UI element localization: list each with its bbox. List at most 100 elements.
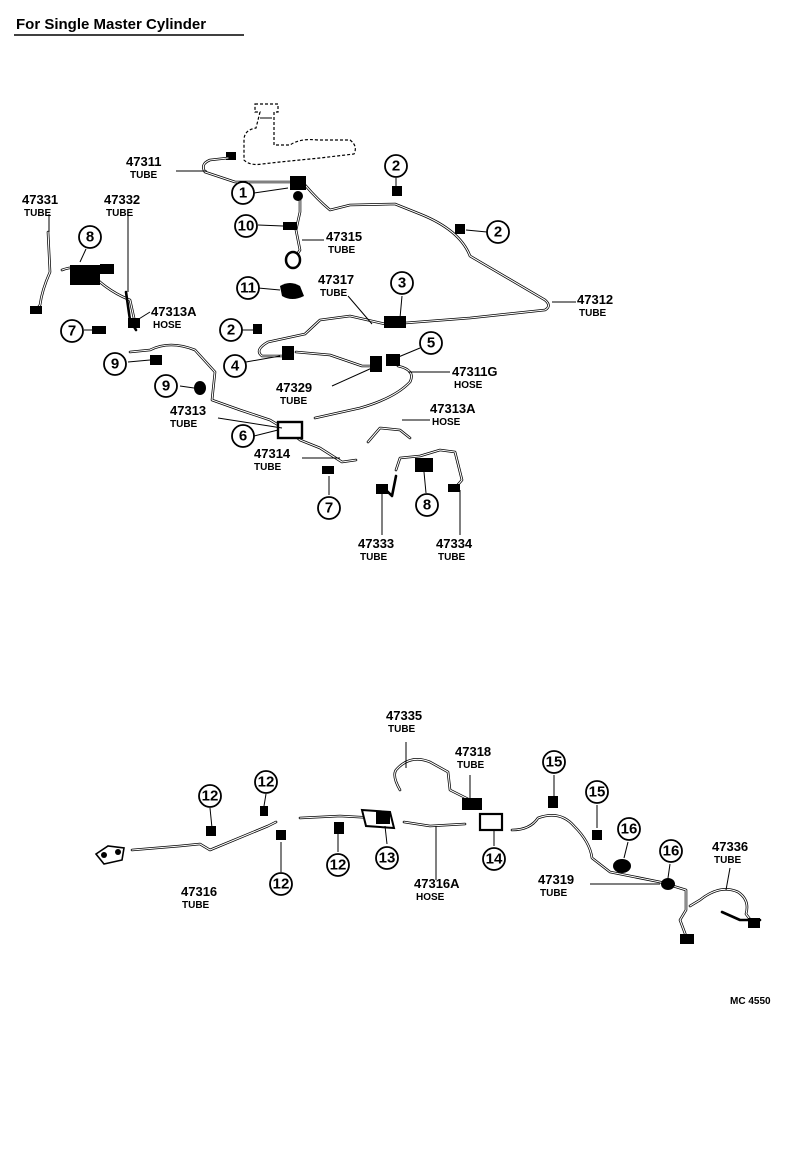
callout-number: 3 bbox=[398, 275, 406, 292]
callout-number: 15 bbox=[589, 784, 606, 801]
svg-text:47316: 47316 bbox=[181, 884, 217, 899]
callout-number: 10 bbox=[238, 218, 255, 235]
part-label-47311: 47311 TUBE bbox=[126, 154, 161, 181]
callout-number: 12 bbox=[202, 788, 219, 805]
svg-text:TUBE: TUBE bbox=[388, 724, 416, 735]
part-label-47313A-right: 47313A HOSE bbox=[430, 401, 476, 428]
part-label-47331: 47331 TUBE bbox=[22, 192, 58, 219]
part-label-47329: 47329 TUBE bbox=[276, 380, 312, 407]
svg-text:47316A: 47316A bbox=[414, 876, 460, 891]
callout-9a: 9 bbox=[103, 352, 127, 376]
lower-leader-lines bbox=[209, 742, 731, 891]
part-label-47312: 47312 TUBE bbox=[577, 292, 613, 319]
flex-hose-joint-part bbox=[478, 812, 504, 832]
diagram-heading: For Single Master Cylinder bbox=[16, 16, 206, 33]
callout-5: 5 bbox=[419, 331, 443, 355]
callout-number: 16 bbox=[621, 821, 638, 838]
callout-2c: 2 bbox=[219, 318, 243, 342]
lower-fittings bbox=[94, 796, 760, 944]
callout-11: 11 bbox=[236, 276, 260, 300]
callout-number: 16 bbox=[663, 843, 680, 860]
callout-6: 6 bbox=[231, 424, 255, 448]
callout-number: 7 bbox=[325, 500, 333, 517]
callout-7a: 7 bbox=[60, 319, 84, 343]
svg-text:47311: 47311 bbox=[126, 154, 161, 169]
callout-number: 12 bbox=[273, 876, 290, 893]
part-label-47313A-left: 47313A HOSE bbox=[151, 304, 197, 331]
callout-14: 14 bbox=[482, 847, 506, 871]
svg-text:TUBE: TUBE bbox=[540, 888, 568, 899]
svg-text:47333: 47333 bbox=[358, 536, 394, 551]
callout-2a: 2 bbox=[384, 154, 408, 178]
svg-text:47312: 47312 bbox=[577, 292, 613, 307]
callout-12c: 12 bbox=[326, 853, 350, 877]
callout-number: 1 bbox=[239, 185, 247, 202]
part-label-47332: 47332 TUBE bbox=[104, 192, 140, 219]
part-label-47318: 47318 TUBE bbox=[455, 744, 491, 771]
callout-15b: 15 bbox=[585, 780, 609, 804]
callout-12a: 12 bbox=[198, 784, 222, 808]
callout-number: 9 bbox=[111, 356, 119, 373]
callout-12d: 12 bbox=[269, 872, 293, 896]
svg-text:HOSE: HOSE bbox=[432, 417, 461, 428]
svg-text:47331: 47331 bbox=[22, 192, 58, 207]
callout-10: 10 bbox=[234, 214, 258, 238]
svg-text:47332: 47332 bbox=[104, 192, 140, 207]
lower-brake-lines bbox=[130, 758, 762, 938]
upper-fittings bbox=[30, 176, 465, 494]
callout-8a: 8 bbox=[78, 225, 102, 249]
svg-text:TUBE: TUBE bbox=[280, 396, 308, 407]
svg-text:47334: 47334 bbox=[436, 536, 473, 551]
part-label-47334: 47334 TUBE bbox=[436, 536, 473, 563]
part-label-47317: 47317 TUBE bbox=[318, 272, 354, 299]
svg-text:TUBE: TUBE bbox=[328, 245, 356, 256]
svg-text:TUBE: TUBE bbox=[360, 552, 388, 563]
callout-3: 3 bbox=[390, 271, 414, 295]
three-way-joint-part bbox=[276, 420, 304, 440]
callout-number: 9 bbox=[162, 378, 170, 395]
callout-number: 5 bbox=[427, 335, 435, 352]
svg-text:HOSE: HOSE bbox=[454, 380, 483, 391]
callout-12b: 12 bbox=[254, 770, 278, 794]
callout-number: 2 bbox=[494, 224, 502, 241]
upper-leader-lines bbox=[48, 170, 576, 535]
svg-text:47335: 47335 bbox=[386, 708, 422, 723]
svg-text:47329: 47329 bbox=[276, 380, 312, 395]
svg-text:47313A: 47313A bbox=[151, 304, 197, 319]
svg-text:TUBE: TUBE bbox=[438, 552, 466, 563]
callout-4: 4 bbox=[223, 354, 247, 378]
part-label-47335: 47335 TUBE bbox=[386, 708, 422, 735]
master-cylinder-illustration bbox=[226, 103, 356, 166]
svg-text:47313A: 47313A bbox=[430, 401, 476, 416]
callout-number: 2 bbox=[392, 158, 400, 175]
part-label-47316A: 47316A HOSE bbox=[414, 876, 460, 903]
svg-text:47311G: 47311G bbox=[452, 364, 498, 379]
part-label-47319: 47319 TUBE bbox=[538, 872, 574, 899]
callout-15a: 15 bbox=[542, 750, 566, 774]
part-label-47314: 47314 TUBE bbox=[254, 446, 291, 473]
svg-text:47315: 47315 bbox=[326, 229, 362, 244]
callout-16a: 16 bbox=[617, 817, 641, 841]
callout-number: 8 bbox=[86, 229, 94, 246]
callout-8b: 8 bbox=[415, 493, 439, 517]
callout-number: 13 bbox=[379, 850, 396, 867]
svg-text:TUBE: TUBE bbox=[182, 900, 210, 911]
svg-text:TUBE: TUBE bbox=[254, 462, 282, 473]
callout-13: 13 bbox=[375, 846, 399, 870]
callout-number: 7 bbox=[68, 323, 76, 340]
callout-number: 15 bbox=[546, 754, 563, 771]
part-label-47336: 47336 TUBE bbox=[712, 839, 748, 866]
rear-junction-part bbox=[70, 265, 100, 285]
svg-text:TUBE: TUBE bbox=[106, 208, 134, 219]
callout-number: 11 bbox=[240, 280, 256, 297]
svg-text:TUBE: TUBE bbox=[579, 308, 607, 319]
part-label-47313: 47313 TUBE bbox=[170, 403, 206, 430]
callout-number: 12 bbox=[258, 774, 275, 791]
svg-text:47318: 47318 bbox=[455, 744, 491, 759]
callout-number: 8 bbox=[423, 497, 431, 514]
callout-number: 12 bbox=[330, 857, 347, 874]
proportioning-valve-part bbox=[290, 176, 306, 190]
part-label-47311G: 47311G HOSE bbox=[452, 364, 498, 391]
svg-text:TUBE: TUBE bbox=[457, 760, 485, 771]
callout-1: 1 bbox=[231, 181, 255, 205]
